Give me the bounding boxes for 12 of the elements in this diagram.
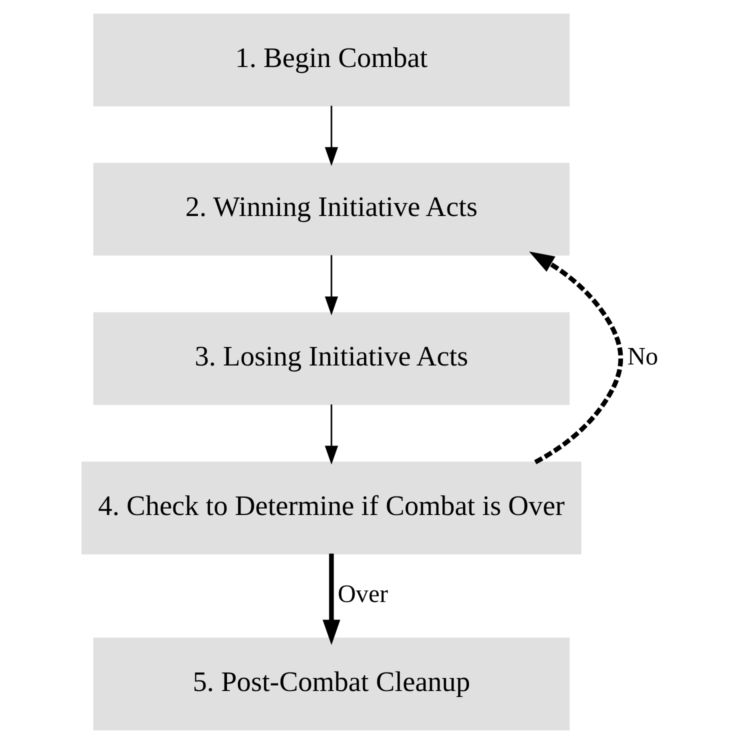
edge-label: Over (337, 580, 388, 608)
node-box: 1. Begin Combat (92, 14, 570, 106)
arrow (322, 554, 340, 645)
node-box: 2. Winning Initiative Acts (92, 162, 570, 256)
arrow (324, 106, 338, 166)
arrow (324, 404, 338, 465)
edge-label: No (626, 344, 658, 371)
arrow (528, 252, 622, 464)
node-box: 5. Post-Combat Cleanup (92, 638, 570, 730)
node-box: 3. Losing Initiative Acts (92, 312, 570, 406)
node-box: 4. Check to Determine if Combat is Over (81, 462, 581, 554)
arrow (324, 255, 338, 316)
